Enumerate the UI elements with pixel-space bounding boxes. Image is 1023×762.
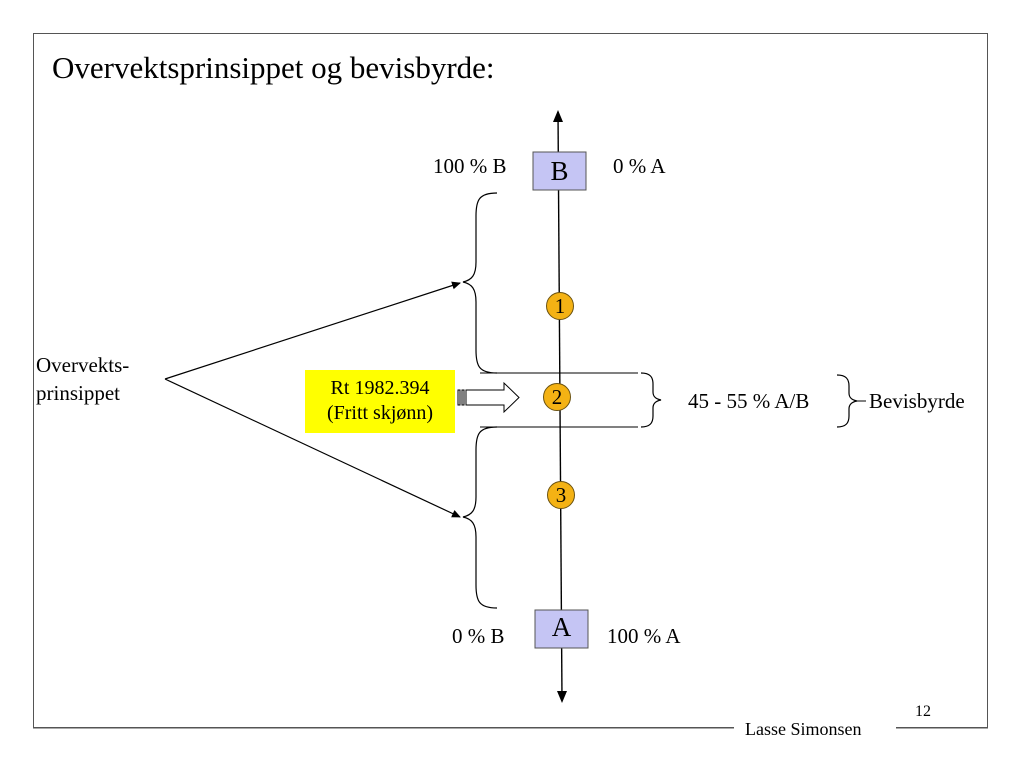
lower-brace — [462, 426, 498, 609]
box-b — [532, 151, 587, 191]
box-a-label: A — [551, 612, 572, 642]
burden-of-proof-label: Bevisbyrde — [869, 389, 965, 413]
top-right-percent-label: 0 % A — [613, 154, 666, 178]
footer-label-background — [734, 718, 896, 738]
principle-arrow-lower — [164, 378, 461, 518]
case-reference-line2: (Fritt skjønn) — [326, 402, 434, 424]
node-3: 3 — [547, 481, 575, 509]
upper-brace — [462, 192, 498, 374]
page-number: 12 — [915, 703, 931, 720]
footer-author: Lasse Simonsen — [745, 719, 862, 739]
box-b-label: B — [550, 156, 569, 186]
bottom-left-percent-label: 0 % B — [452, 624, 505, 648]
principle-label-line1: Overvekts- — [36, 353, 130, 377]
middle-brace — [640, 372, 662, 428]
node-2: 2 — [543, 383, 571, 411]
principle-arrow-upper — [164, 281, 461, 380]
axis-bottom-arrowhead — [557, 691, 567, 703]
axis-top-arrowhead — [553, 110, 563, 122]
case-reference-line1: Rt 1982.394 — [330, 377, 430, 399]
principle-label-line2: prinsippet — [36, 381, 120, 405]
node-1: 1 — [546, 292, 574, 320]
hollow-arrow — [457, 381, 520, 414]
burden-brace — [836, 374, 858, 428]
case-reference-box: Rt 1982.394 (Fritt skjønn) — [305, 370, 455, 433]
top-left-percent-label: 100 % B — [433, 154, 507, 178]
middle-band-label: 45 - 55 % A/B — [688, 389, 810, 413]
box-a — [534, 609, 589, 649]
bottom-right-percent-label: 100 % A — [607, 624, 681, 648]
slide-title: Overvektsprinsippet og bevisbyrde: — [52, 50, 495, 85]
